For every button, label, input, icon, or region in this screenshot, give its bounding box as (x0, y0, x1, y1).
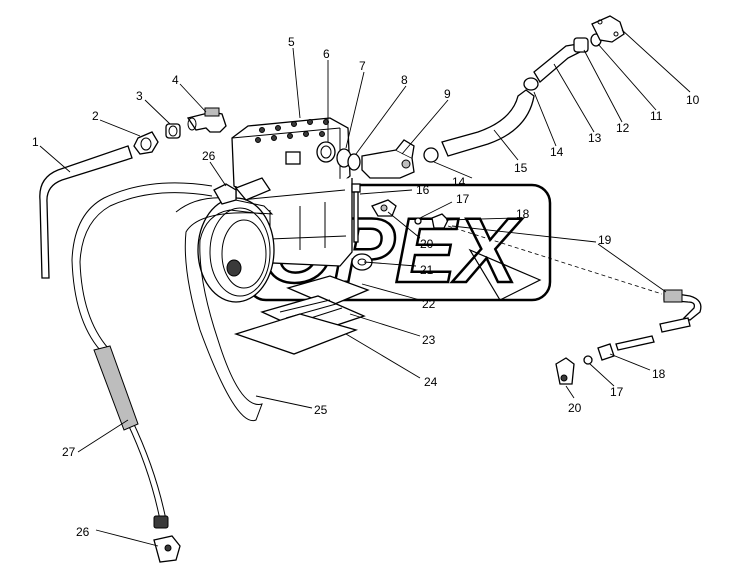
elbow-part-20b (555, 357, 575, 385)
callout-2: 2 (92, 109, 99, 123)
leader-lines (39, 29, 691, 547)
elbow-part-9 (361, 139, 415, 179)
callouts: 1 2 3 4 5 6 7 8 9 10 11 12 13 14 14 15 1… (32, 35, 700, 539)
pipe-part-13 (533, 43, 581, 83)
callout-14a: 14 (550, 145, 564, 159)
callout-4: 4 (172, 73, 179, 87)
clamp-part-14a (423, 147, 439, 163)
spacer-part-21 (351, 253, 373, 271)
hose-part-15 (441, 89, 535, 157)
tube-part-27 (71, 182, 213, 529)
gasket-part-24 (233, 313, 359, 355)
nut-part-2 (133, 131, 159, 155)
callout-24: 24 (424, 375, 438, 389)
hose-part-1 (39, 145, 133, 279)
callout-25: 25 (314, 403, 328, 417)
callout-21: 21 (420, 263, 434, 277)
callout-26b: 26 (76, 525, 90, 539)
callout-12: 12 (616, 121, 630, 135)
fitting-part-3 (165, 123, 181, 139)
dashed-guide-line (447, 225, 663, 295)
tube-part-18b (597, 335, 655, 361)
elbow-part-26b (153, 535, 181, 563)
callout-3: 3 (136, 89, 143, 103)
nut-part-18a (431, 213, 449, 229)
callout-17b: 17 (610, 385, 624, 399)
elbow-part-26a (213, 177, 271, 205)
callout-5: 5 (288, 35, 295, 49)
callout-7: 7 (359, 59, 366, 73)
elbow-part-20a (371, 199, 397, 217)
callout-22: 22 (422, 297, 436, 311)
callout-27: 27 (62, 445, 76, 459)
callout-1: 1 (32, 135, 39, 149)
callout-10: 10 (686, 93, 700, 107)
callout-26a: 26 (202, 149, 216, 163)
callout-20b: 20 (568, 401, 582, 415)
callout-20a: 20 (420, 237, 434, 251)
callout-11: 11 (650, 109, 663, 123)
callout-9: 9 (444, 87, 451, 101)
elbow-part-4 (186, 107, 227, 133)
pulley (197, 197, 275, 303)
flange-part-10 (591, 15, 625, 43)
callout-18b: 18 (652, 367, 666, 381)
callout-8: 8 (401, 73, 408, 87)
seal-ring-part-8 (347, 153, 361, 171)
callout-23: 23 (422, 333, 436, 347)
callout-18a: 18 (516, 207, 530, 221)
callout-16: 16 (416, 183, 430, 197)
fitting-part-12 (573, 37, 589, 53)
callout-19: 19 (598, 233, 612, 247)
washer-part-17b (583, 355, 593, 365)
callout-15: 15 (514, 161, 528, 175)
belt-part-25 (175, 197, 274, 422)
callout-17a: 17 (456, 192, 470, 206)
fitting-part-6 (316, 141, 336, 163)
clamp-part-14b (523, 77, 539, 91)
callout-6: 6 (323, 47, 330, 61)
bolt-part-16 (351, 183, 361, 243)
callout-14b: 14 (452, 175, 466, 189)
washer-part-17a (414, 217, 422, 225)
callout-13: 13 (588, 131, 602, 145)
tube-assembly-part-19 (659, 289, 702, 333)
